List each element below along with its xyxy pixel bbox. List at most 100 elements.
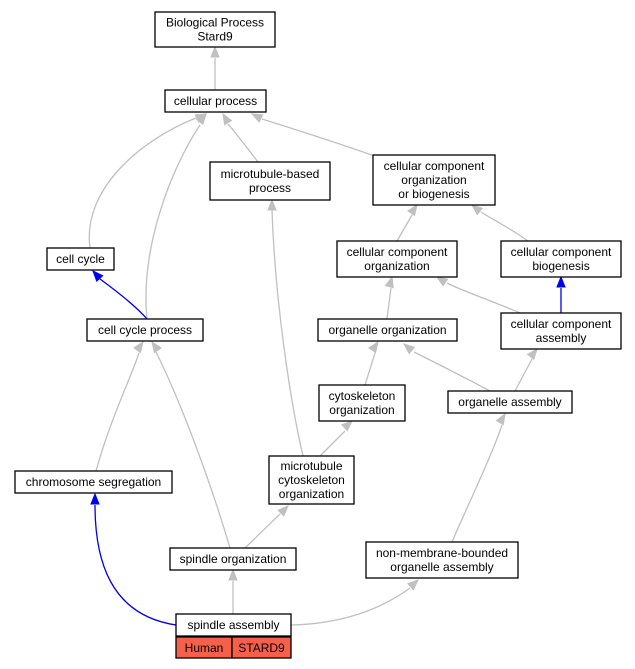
node-box (317, 318, 458, 342)
node-label: cell cycle (56, 252, 105, 266)
node-label: organization (279, 487, 344, 501)
node-label: organization (401, 173, 466, 187)
arrowhead (277, 505, 289, 517)
edge-cell_cycle-to-cellular_process (88, 113, 208, 249)
edge-line (396, 214, 413, 242)
edge-cc_biogenesis-to-ccob (470, 204, 529, 242)
edge-cc_assembly-to-cc_biogenesis (556, 275, 566, 313)
arrowhead (341, 420, 353, 432)
arrowhead (368, 340, 379, 354)
node-label: cellular process (174, 94, 257, 108)
edge-line (155, 351, 231, 549)
node-label: biogenesis (532, 259, 589, 273)
node-label: microtubule (280, 459, 342, 473)
edge-line (227, 123, 259, 163)
edge-line (319, 430, 346, 457)
node-label: organelle assembly (458, 395, 561, 409)
arrowhead (90, 492, 100, 505)
edge-organelle_assembly-to-cc_assembly (514, 347, 538, 392)
node-box (154, 11, 276, 48)
edge-organelle_assembly-to-organelle_organization (402, 343, 491, 392)
node-label: or biogenesis (398, 187, 469, 201)
node-box (14, 470, 173, 494)
node-box (336, 240, 458, 278)
edge-microtubule_based_process-to-cellular_process (222, 112, 259, 163)
node-label: Stard9 (197, 30, 233, 44)
node-spindle-assembly[interactable]: spindle assembly (175, 613, 292, 637)
node-box (318, 384, 406, 422)
node-box (175, 613, 292, 637)
arrowhead (384, 275, 394, 289)
edge-cytoskeleton_organization-to-organelle_organization (364, 340, 379, 386)
node-label: chromosome segregation (26, 475, 161, 489)
node-box (209, 161, 331, 201)
edge-cellular_process-to-biological_process (210, 45, 220, 90)
node-box (86, 318, 204, 342)
arrowhead (402, 343, 416, 355)
node-label: cellular component (511, 317, 612, 331)
node-label: assembly (536, 331, 587, 345)
node-box (372, 154, 496, 206)
species-cell: Human (185, 641, 224, 655)
arrowhead (250, 113, 264, 123)
edge-organelle_organization-to-cc_organization (384, 275, 394, 320)
node-label: cellular component (511, 245, 612, 259)
node-label: process (249, 181, 291, 195)
arrowhead (526, 347, 538, 361)
arrowhead (267, 198, 277, 211)
edge-line (261, 118, 381, 159)
edge-spindle_assembly-to-chromosome_segregation (90, 492, 177, 626)
edge-line (446, 282, 521, 314)
edge-line (145, 124, 201, 320)
arrowhead (210, 45, 220, 58)
gene-cell-box (231, 636, 292, 659)
node-box (500, 312, 622, 350)
node-label: organization (329, 403, 394, 417)
edge-line (413, 351, 491, 392)
node-box (268, 455, 355, 505)
node-cell-cycle-process[interactable]: cell cycle process (86, 318, 204, 342)
node-label: cellular component (384, 159, 485, 173)
edge-mt_cytoskeleton_organization-to-cytoskeleton_organization (319, 420, 353, 457)
node-label: cytoskeleton (278, 473, 345, 487)
edge-ccob-to-cellular_process (250, 113, 381, 159)
node-organelle-assembly[interactable]: organelle assembly (447, 390, 573, 414)
edge-cell_cycle_process-to-cell_cycle (92, 269, 148, 320)
node-label: spindle organization (180, 552, 287, 566)
arrowhead (133, 340, 144, 354)
edge-cell_cycle_process-to-cellular_process (145, 112, 207, 320)
edge-line (271, 209, 304, 457)
edge-line (244, 513, 281, 549)
arrowhead (222, 112, 233, 126)
arrowhead (435, 276, 449, 287)
node-cellular-process[interactable]: cellular process (164, 89, 267, 113)
edge-spindle_organization-to-cell_cycle_process (151, 340, 231, 549)
edge-line (95, 352, 140, 472)
edge-spindle_organization-to-mt_cytoskeleton_organization (244, 505, 289, 549)
node-chromosome-segregation[interactable]: chromosome segregation (14, 470, 173, 494)
node-cell-cycle[interactable]: cell cycle (46, 247, 115, 271)
edge-cc_assembly-to-cc_organization (435, 276, 521, 314)
node-box (169, 547, 297, 571)
node-label: non-membrane-bounded (376, 546, 508, 560)
edge-line (514, 358, 533, 392)
edge-line (364, 352, 376, 386)
arrowhead (470, 204, 484, 216)
edges (88, 45, 566, 626)
node-spindle-organization[interactable]: spindle organization (169, 547, 297, 571)
node-label: cell cycle process (98, 323, 192, 337)
node-organelle-organization[interactable]: organelle organization (317, 318, 458, 342)
arrowhead (495, 412, 506, 426)
